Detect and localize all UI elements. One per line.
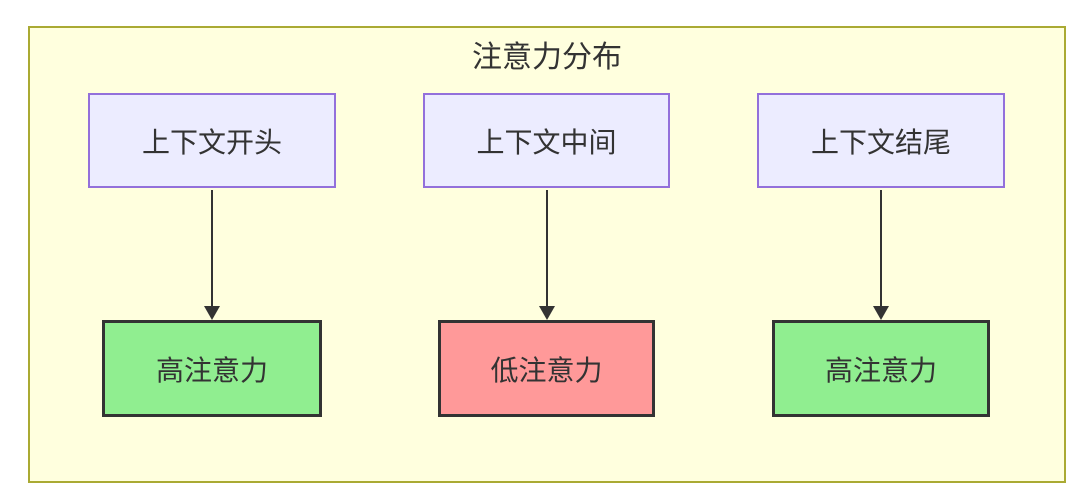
diagram-title: 注意力分布: [472, 40, 622, 75]
node-context-start: 上下文开头: [88, 93, 336, 188]
node-high-attention-start: 高注意力: [102, 320, 322, 417]
node-context-middle: 上下文中间: [423, 93, 670, 188]
node-low-attention-middle: 低注意力: [438, 320, 655, 417]
node-context-end: 上下文结尾: [757, 93, 1005, 188]
node-high-attention-end: 高注意力: [772, 320, 990, 417]
